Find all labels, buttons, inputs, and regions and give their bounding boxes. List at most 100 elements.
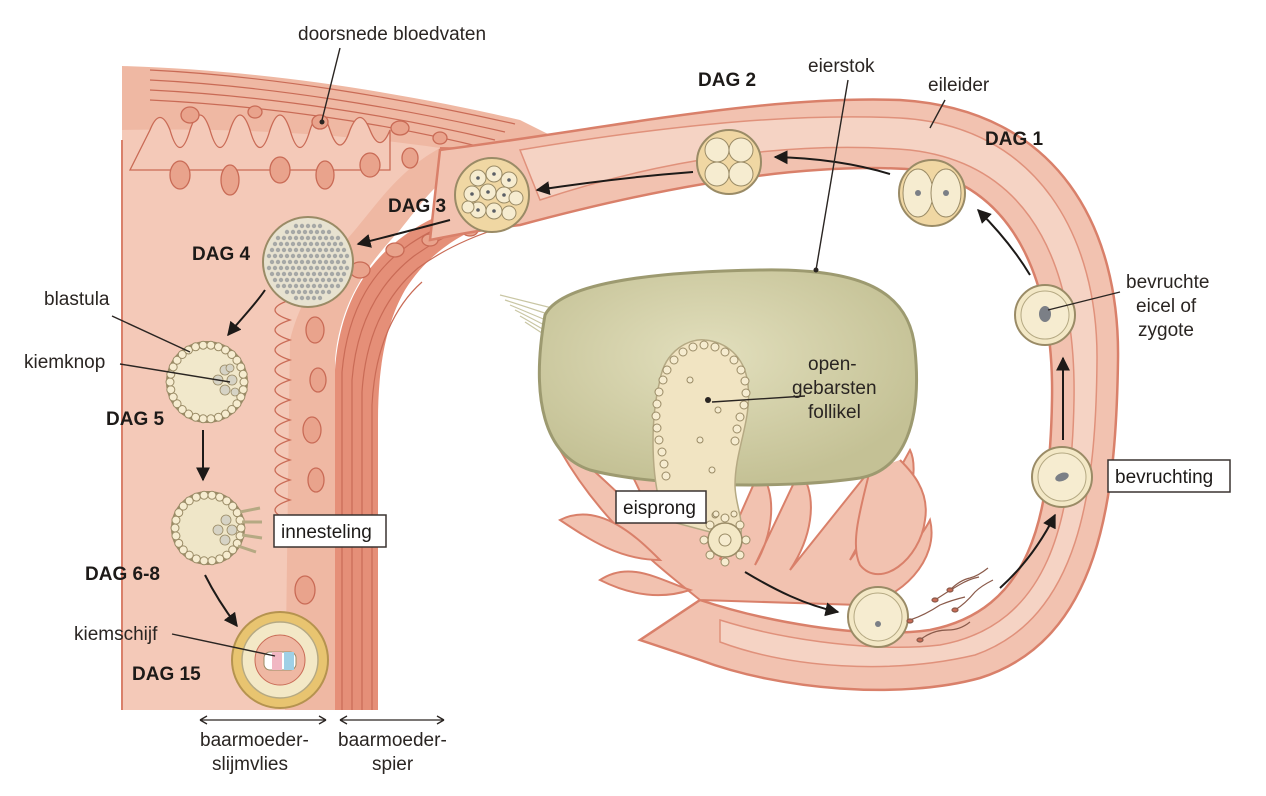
morula-cell xyxy=(314,241,320,247)
label-endometrium-2: slijmvlies xyxy=(212,754,288,775)
trophoblast-cell xyxy=(191,492,201,502)
morula-cell xyxy=(299,235,305,241)
morula-cell xyxy=(323,259,329,265)
trophoblast-cell xyxy=(177,404,187,414)
trophoblast-cell xyxy=(198,414,208,424)
trophoblast-cell xyxy=(227,350,237,360)
morula-cell xyxy=(284,289,290,295)
morula-cell xyxy=(311,259,317,265)
morula-cell xyxy=(269,271,275,277)
morula-cell xyxy=(308,289,314,295)
trophoblast-cell xyxy=(236,523,246,533)
tube-lumen xyxy=(518,116,1098,668)
morula-cell xyxy=(275,271,281,277)
morula-cell xyxy=(299,259,305,265)
morula-cell xyxy=(293,223,299,229)
trophoblast-cell xyxy=(174,508,184,518)
morula-cell xyxy=(287,235,293,241)
trophoblast-cell xyxy=(227,404,237,414)
morula-cell xyxy=(284,265,290,271)
morula-cell xyxy=(287,271,293,277)
morula-cell xyxy=(305,259,311,265)
morula-cell xyxy=(293,283,299,289)
morula-cell xyxy=(338,241,344,247)
morula-cell xyxy=(284,229,290,235)
morula-cell xyxy=(290,253,296,259)
morula-cell xyxy=(293,271,299,277)
morula-cell xyxy=(323,247,329,253)
label-day-3: DAG 3 xyxy=(388,196,446,217)
trophoblast-cell xyxy=(239,377,249,387)
morula-cell xyxy=(332,253,338,259)
morula-cell xyxy=(341,247,347,253)
trophoblast-cell xyxy=(171,531,181,541)
label-zygote-3: zygote xyxy=(1138,320,1194,341)
morula-cell xyxy=(326,229,332,235)
morula-cell xyxy=(311,283,317,289)
morula-cell xyxy=(293,259,299,265)
trophoblast-cell xyxy=(184,550,194,560)
trophoblast-cell xyxy=(232,355,242,365)
morula-cell xyxy=(296,229,302,235)
ovary xyxy=(537,268,919,541)
morula-cell xyxy=(281,247,287,253)
morula-cell xyxy=(302,265,308,271)
trophoblast-cell xyxy=(206,340,216,350)
morula-cell xyxy=(287,259,293,265)
morula-cell xyxy=(317,235,323,241)
trophoblast-cell xyxy=(236,392,246,402)
trophoblast-cell xyxy=(215,554,225,564)
morula-cell xyxy=(278,277,284,283)
morula-cell xyxy=(335,283,341,289)
label-zygote-2: eicel of xyxy=(1136,296,1197,317)
trophoblast-cell xyxy=(213,412,223,422)
sperm-cells xyxy=(906,567,994,643)
trophoblast-cell xyxy=(168,362,178,372)
morula-cell xyxy=(281,235,287,241)
morula-cell xyxy=(302,241,308,247)
morula-cell xyxy=(329,259,335,265)
label-follicle-2: gebarsten xyxy=(792,378,877,399)
morula-cell xyxy=(266,253,272,259)
morula-cell xyxy=(281,271,287,277)
morula-cell xyxy=(275,259,281,265)
morula-cell xyxy=(314,253,320,259)
morula-cell xyxy=(326,277,332,283)
morula-cell xyxy=(335,271,341,277)
morula-cell xyxy=(308,265,314,271)
morula-cell xyxy=(323,271,329,277)
morula-cell xyxy=(314,289,320,295)
trophoblast-cell xyxy=(222,496,232,506)
morula-cell xyxy=(278,241,284,247)
two-cell-stage xyxy=(898,159,966,227)
four-cell-stage xyxy=(696,129,762,195)
morula-cell xyxy=(332,277,338,283)
morula-cell xyxy=(335,247,341,253)
trophoblast-cell xyxy=(168,392,178,402)
morula-cell xyxy=(338,253,344,259)
layer-indicators xyxy=(199,715,445,725)
released-egg xyxy=(699,510,751,567)
morula-cell xyxy=(326,253,332,259)
trophoblast-cell xyxy=(228,545,238,555)
trophoblast-cell xyxy=(232,508,242,518)
morula-cell xyxy=(341,259,347,265)
trophoblast-cell xyxy=(206,414,216,424)
morula-cell xyxy=(287,283,293,289)
implanting-blastocyst xyxy=(170,490,263,566)
morula-cell xyxy=(296,265,302,271)
morula-cell xyxy=(287,247,293,253)
myometrium xyxy=(335,190,540,710)
morula-cell xyxy=(305,283,311,289)
morula-cell xyxy=(305,295,311,301)
trophoblast-cell xyxy=(170,523,180,533)
morula-cell xyxy=(311,295,317,301)
morula-cell xyxy=(341,271,347,277)
blastocyst xyxy=(165,340,249,424)
label-day-4: DAG 4 xyxy=(192,244,251,265)
trophoblast-cell xyxy=(165,377,175,387)
morula-cell xyxy=(326,289,332,295)
trophoblast-cell xyxy=(232,399,242,409)
uterine-glands xyxy=(128,105,448,196)
